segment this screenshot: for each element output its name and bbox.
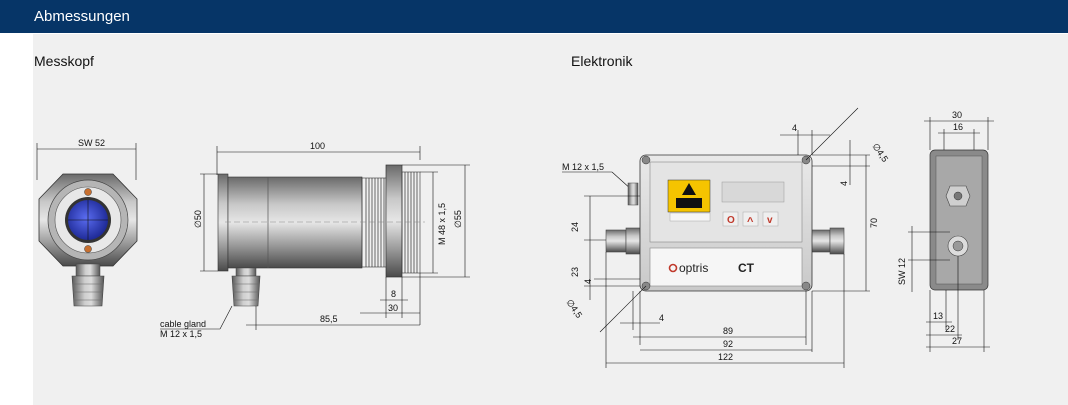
elektronik-hole-bottom-label: ∅4,5 [564,297,584,319]
elektronik-thread-label: M 12 x 1,5 [562,162,604,172]
messkopf-thread-label: M 48 x 1,5 [437,203,447,245]
side-d16-label: 16 [953,122,963,132]
elektronik-hole-top-label: ∅4,5 [870,141,890,163]
elektronik-d4top-label: 4 [792,123,797,133]
elektronik-d70-label: 70 [869,218,879,228]
side-d22-label: 22 [945,324,955,334]
cable-gland-thread-label: M 12 x 1,5 [160,329,202,339]
model-label: CT [738,261,755,275]
messkopf-d85-label: 85,5 [320,314,338,324]
messkopf-sw-label: SW 52 [78,138,105,148]
messkopf-length-label: 100 [310,141,325,151]
elektronik-d4bottom-label: 4 [659,313,664,323]
messkopf-side-view: 100 ∅50 M 48 x 1,5 [160,141,470,339]
section-title: Abmessungen [34,8,130,25]
elektronik-d89-label: 89 [723,326,733,336]
down-button-label: v [767,215,773,226]
section-header: Abmessungen [0,0,1068,33]
up-button-label: ^ [747,216,754,228]
dimensions-panel [33,34,1068,405]
messkopf-front-view: SW 52 [36,138,138,307]
elektronik-side-view: 30 16 SW 12 13 22 27 [897,110,994,352]
side-d30-label: 30 [952,110,962,120]
side-d27-label: 27 [952,336,962,346]
lcd-display [721,181,785,203]
cable-gland-label: cable gland [160,319,206,329]
messkopf-d30-label: 30 [388,303,398,313]
mode-button-label: O [727,215,735,226]
elektronik-label: Elektronik [571,53,633,69]
up-button[interactable] [742,211,759,227]
messkopf-dia55-label: ∅55 [453,210,463,228]
messkopf-label: Messkopf [34,53,94,69]
elektronik-d4right-label: 4 [839,181,849,186]
side-d13-label: 13 [933,311,943,321]
elektronik-d122-label: 122 [718,352,733,362]
elektronik-d23-label: 23 [570,267,580,277]
side-sw12-label: SW 12 [897,258,907,285]
brand-label: optris [679,261,708,275]
messkopf-d8-label: 8 [391,289,396,299]
elektronik-front-view: M 12 x 1,5 O ^ v optris CT [562,107,890,368]
messkopf-dia50-label: ∅50 [193,210,203,228]
elektronik-d4left-label: 4 [583,279,593,284]
elektronik-d24-label: 24 [570,222,580,232]
mode-button[interactable] [722,211,739,227]
optris-logo-icon [668,263,678,273]
down-button[interactable] [762,211,779,227]
elektronik-d92-label: 92 [723,339,733,349]
